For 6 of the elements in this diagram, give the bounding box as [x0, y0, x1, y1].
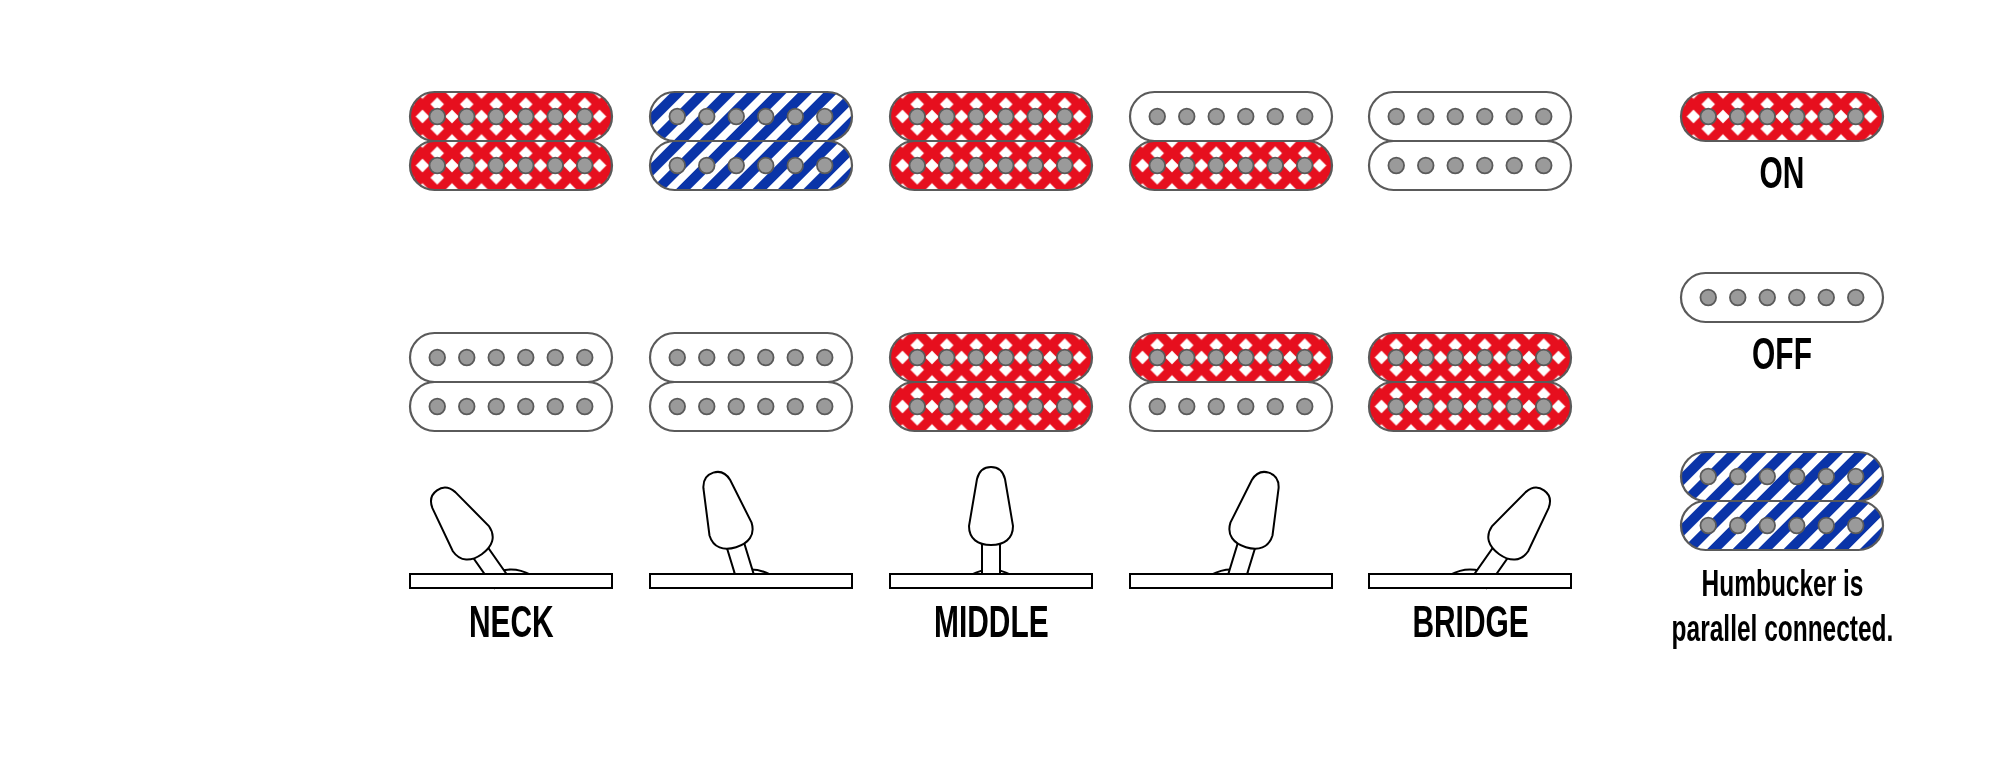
legend-label: OFF: [1752, 332, 1812, 376]
legend-label: Humbucker is parallel connected.: [1670, 562, 1894, 651]
switch-position-label: MIDDLE: [933, 600, 1049, 644]
legend-label: ON: [1759, 151, 1805, 195]
switch-position-label: NECK: [468, 600, 554, 644]
switch-position-label: BRIDGE: [1411, 600, 1529, 644]
